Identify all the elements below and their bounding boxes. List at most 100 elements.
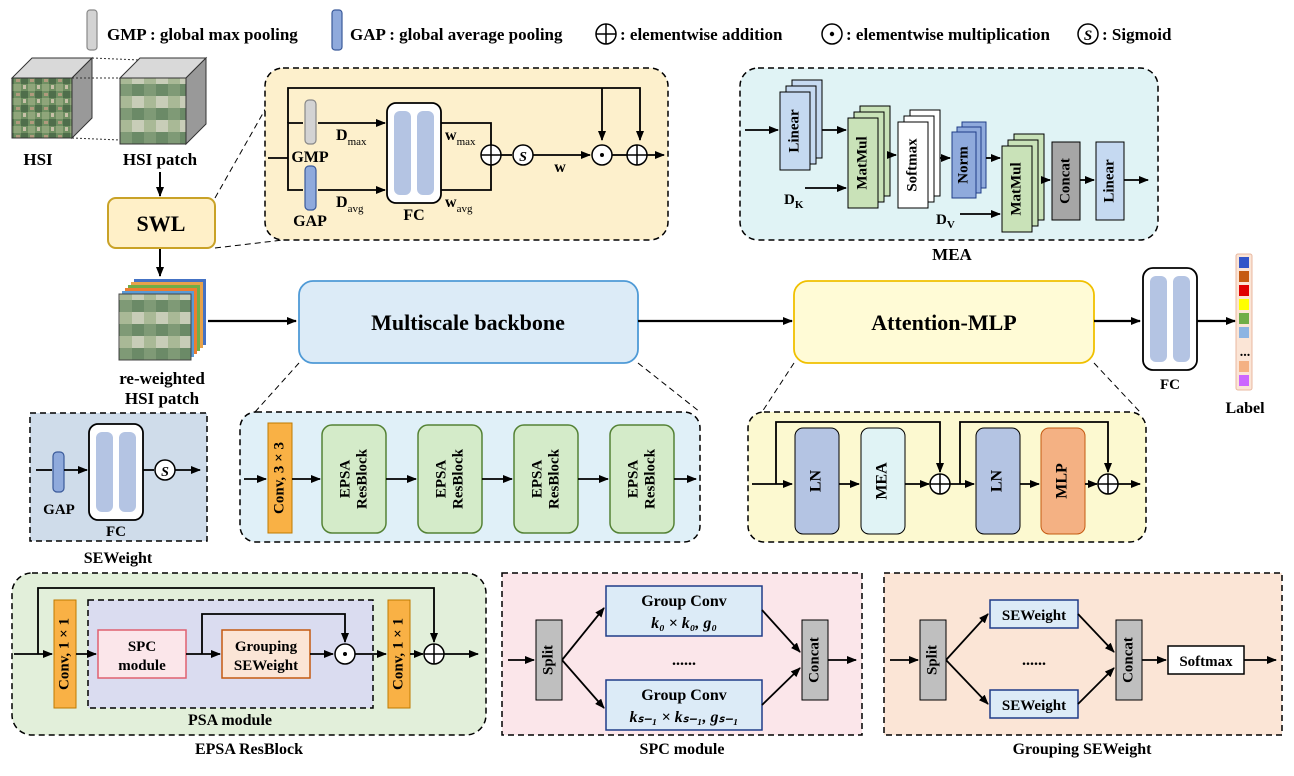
label-title: Label <box>1225 400 1265 417</box>
gap-legend-text: GAP : global average pooling <box>350 25 563 44</box>
svg-text:SPC: SPC <box>128 639 156 655</box>
svg-text:Group Conv: Group Conv <box>641 687 727 704</box>
add-legend-icon <box>595 23 617 45</box>
mea-linear-in[interactable]: Linear <box>779 79 823 171</box>
svg-text:SEWeight: SEWeight <box>234 658 298 674</box>
label-vector: ... <box>1235 253 1253 391</box>
swl-gmp-label: GMP <box>291 149 329 166</box>
grouping-concat[interactable]: Concat <box>1115 619 1143 701</box>
spc-concat[interactable]: Concat <box>801 619 829 701</box>
mea-dk-label: DK <box>784 192 804 211</box>
mea-matmul-1[interactable]: MatMul <box>847 105 891 209</box>
label-cell <box>1239 361 1249 372</box>
epsa-label-line1: EPSA <box>625 460 641 499</box>
swl-wmax-label: wmax <box>445 127 476 148</box>
grouping-seweight-bottom[interactable] <box>989 689 1079 719</box>
svg-text:LN: LN <box>989 469 1006 492</box>
grouping-dots: ...... <box>1022 652 1046 669</box>
swl-fc-label: FC <box>403 207 424 224</box>
grouping-split[interactable]: Split <box>919 619 947 701</box>
mea-dv-label: DV <box>936 212 955 231</box>
hsi-patch-label: HSI patch <box>123 150 198 169</box>
swl-wavg-label: wavg <box>445 194 473 215</box>
svg-text:k₀ × k₀, g₀: k₀ × k₀, g₀ <box>651 615 717 632</box>
svg-text:Concat: Concat <box>1120 637 1136 683</box>
seweight-title: SEWeight <box>84 550 153 567</box>
psa-title: PSA module <box>188 712 272 729</box>
mea-matmul-2[interactable]: MatMul <box>1001 133 1045 233</box>
epsa-conv-in[interactable]: Conv, 1 × 1 <box>53 599 77 709</box>
attn-mea[interactable] <box>860 427 906 535</box>
epsa-grouping-seweight[interactable] <box>221 629 311 679</box>
svg-text:MatMul: MatMul <box>1008 162 1024 215</box>
svg-text:Concat: Concat <box>806 637 822 683</box>
label-cell <box>1239 271 1249 282</box>
label-cell <box>1239 285 1249 296</box>
svg-text:Linear: Linear <box>786 109 802 153</box>
swl-block[interactable] <box>107 197 216 249</box>
svg-text:Softmax: Softmax <box>904 138 920 192</box>
backbone-conv3x3[interactable]: Conv, 3 × 3 <box>267 422 293 534</box>
seweight-gap-bar <box>52 451 65 493</box>
label-cell <box>1239 327 1249 338</box>
svg-text:S: S <box>1084 28 1092 44</box>
seweight-sigmoid-icon: S <box>154 459 176 481</box>
reweighted-label-2: HSI patch <box>125 389 200 408</box>
label-dots: ... <box>1240 345 1251 360</box>
spc-group-conv-bottom[interactable] <box>605 679 763 731</box>
swl-davg-label: Davg <box>336 194 364 215</box>
epsa-label-line2: ResBlock <box>642 448 658 509</box>
svg-text:Norm: Norm <box>955 146 971 184</box>
label-cell <box>1239 299 1249 310</box>
attn-ln-2[interactable] <box>975 427 1021 535</box>
sigmoid-legend-icon: S <box>1077 23 1099 45</box>
svg-text:Conv, 1 × 1: Conv, 1 × 1 <box>390 618 406 690</box>
svg-text:Split: Split <box>924 645 940 675</box>
reweighted-label-1: re-weighted <box>119 369 205 388</box>
gap-legend-icon <box>331 9 343 51</box>
epsa-label-line2: ResBlock <box>546 448 562 509</box>
mea-norm[interactable]: Norm <box>951 121 987 199</box>
svg-text:MLP: MLP <box>1054 463 1071 499</box>
swl-add2-icon <box>626 144 648 166</box>
svg-text:Concat: Concat <box>1057 158 1073 204</box>
epsa-add-icon <box>423 643 445 665</box>
mea-softmax[interactable]: Softmax <box>897 109 941 209</box>
svg-text:SEWeight: SEWeight <box>1002 698 1066 714</box>
spc-split[interactable]: Split <box>535 619 563 701</box>
hsi-patch-cube <box>118 56 208 146</box>
svg-text:Linear: Linear <box>1101 159 1117 203</box>
attention-mlp-label: Attention-MLP <box>871 310 1016 335</box>
epsa-spc-module[interactable] <box>97 629 187 679</box>
add-legend-text: : elementwise addition <box>620 25 783 44</box>
seweight-fc-label: FC <box>106 524 126 540</box>
attn-add-1 <box>929 473 951 495</box>
svg-text:Conv, 3 × 3: Conv, 3 × 3 <box>271 442 287 514</box>
spc-dots: ...... <box>672 652 696 669</box>
svg-text:S: S <box>161 465 169 480</box>
hsi-cube <box>10 56 94 140</box>
spc-title: SPC module <box>640 741 725 758</box>
svg-text:SEWeight: SEWeight <box>1002 608 1066 624</box>
attn-add-2 <box>1097 473 1119 495</box>
epsa-conv-out[interactable]: Conv, 1 × 1 <box>387 599 411 709</box>
mea-linear-out[interactable]: Linear <box>1095 141 1125 221</box>
label-cell <box>1239 313 1249 324</box>
epsa-mul-icon <box>334 643 356 665</box>
mea-concat[interactable]: Concat <box>1051 141 1081 221</box>
grouping-seweight-top[interactable] <box>989 599 1079 629</box>
epsa-label-line1: EPSA <box>433 460 449 499</box>
attn-ln-1[interactable] <box>794 427 840 535</box>
svg-text:Conv, 1 × 1: Conv, 1 × 1 <box>56 618 72 690</box>
attn-mlp[interactable] <box>1040 427 1086 535</box>
mea-title: MEA <box>932 245 972 264</box>
epsa-label-line1: EPSA <box>337 460 353 499</box>
swl-mul-icon <box>591 144 613 166</box>
grouping-title: Grouping SEWeight <box>1013 741 1153 758</box>
svg-text:Group Conv: Group Conv <box>641 593 727 610</box>
label-cell <box>1239 257 1249 268</box>
